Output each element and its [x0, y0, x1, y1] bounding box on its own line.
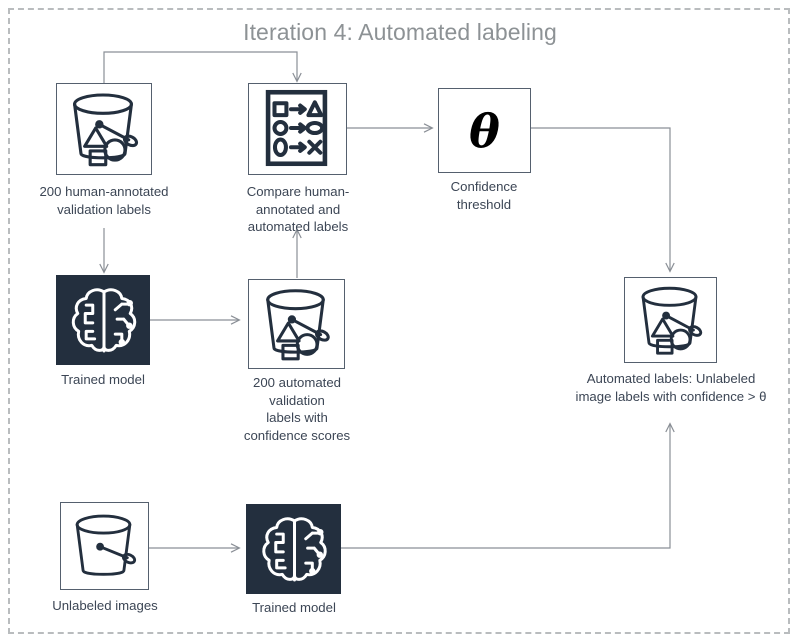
- confidence-threshold-caption: Confidence threshold: [450, 179, 518, 212]
- bucket-with-shapes-icon: [73, 93, 139, 167]
- bucket-with-shapes-icon: [641, 286, 703, 355]
- automated-validation-labels-box[interactable]: [248, 279, 345, 369]
- unlabeled-images-caption: Unlabeled images: [52, 598, 158, 613]
- brain-circuit-icon: [262, 517, 327, 582]
- theta-symbol: θ: [469, 103, 500, 158]
- human-validation-labels-caption: 200 human-annotated validation labels: [39, 184, 169, 217]
- trained-model-top-caption: Trained model: [61, 372, 145, 387]
- diagram-frame: [8, 8, 790, 634]
- bucket-empty-icon: [75, 514, 137, 576]
- trained-model-bottom-caption: Trained model: [252, 600, 336, 615]
- automated-labels-output-box[interactable]: [624, 277, 717, 363]
- compare-labels-box[interactable]: [248, 83, 347, 175]
- automated-labels-output-caption: Automated labels: Unlabeled image labels…: [575, 371, 767, 404]
- confidence-threshold-box[interactable]: θ: [438, 88, 531, 173]
- diagram-title: Iteration 4: Automated labeling: [243, 19, 557, 45]
- compare-labels-caption: Compare human- annotated and automated l…: [246, 184, 350, 234]
- brain-circuit-icon: [71, 288, 137, 353]
- trained-model-bottom-box[interactable]: [246, 504, 341, 594]
- human-validation-labels-box[interactable]: [56, 83, 152, 175]
- trained-model-top-box[interactable]: [56, 275, 150, 365]
- automated-validation-labels-caption: 200 automated validation labels with con…: [243, 375, 351, 443]
- unlabeled-images-box[interactable]: [60, 502, 149, 590]
- compare-mapping-icon: [265, 89, 328, 167]
- bucket-with-shapes-icon: [266, 289, 330, 361]
